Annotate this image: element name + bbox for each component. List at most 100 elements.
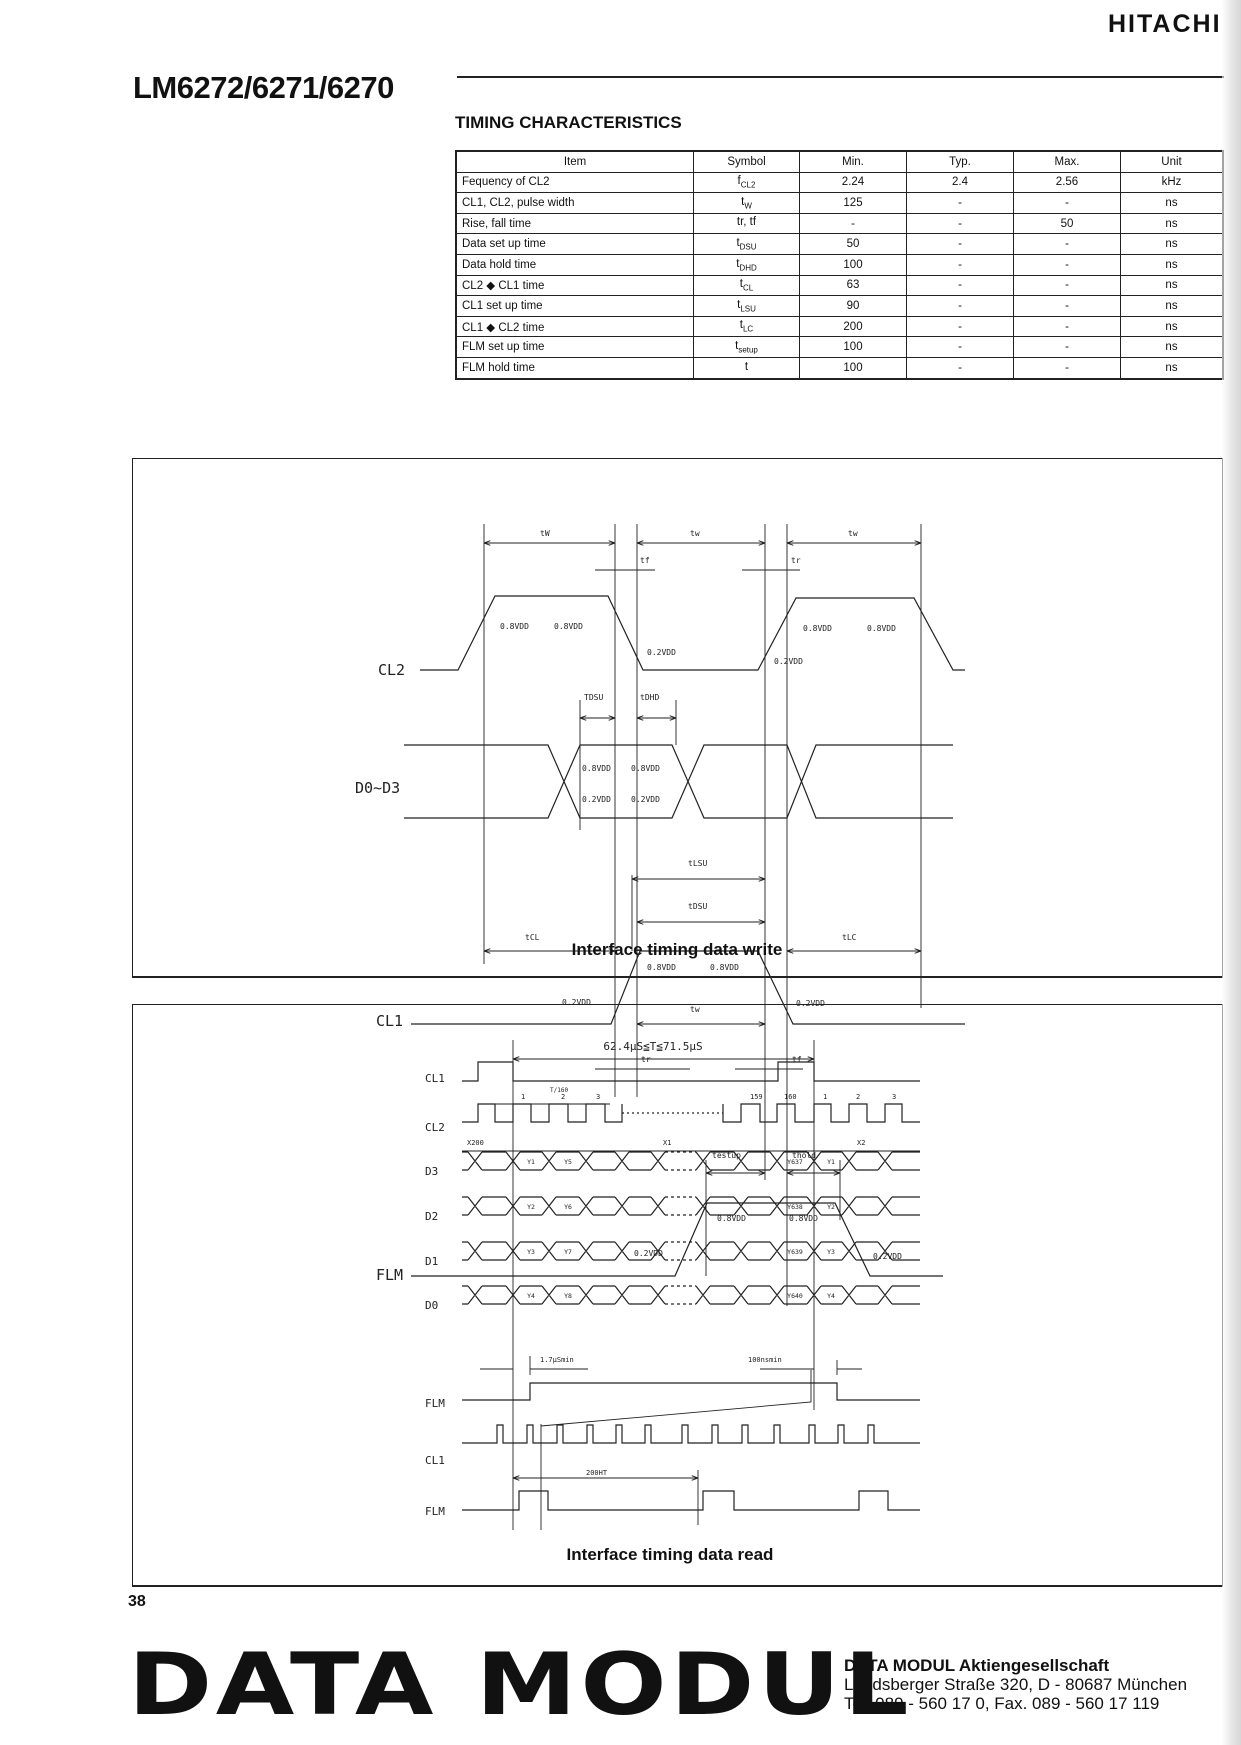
dim-tw-cl1: tw <box>690 1005 700 1014</box>
symbol-text: f <box>737 175 741 188</box>
flm-link-line <box>540 1370 812 1427</box>
cell-item: Data set up time <box>455 233 694 255</box>
read-diagram: CL1 CL2 D3 D2 D1 D0 FLM CL1 FLM 62.4μS≦T… <box>425 1040 920 1564</box>
pulse-number: 3 <box>892 1093 896 1101</box>
cell-max: - <box>1013 253 1121 276</box>
symbol-subscript: DSU <box>739 242 757 252</box>
data-cell-label: Y4 <box>827 1292 835 1300</box>
data-cell-label: Y4 <box>527 1292 535 1300</box>
min2-label: 100nsmin <box>748 1356 782 1364</box>
d0-bus-waveform <box>462 1285 920 1305</box>
symbol-text: t <box>737 298 741 311</box>
symbol-subscript: setup <box>738 345 758 355</box>
dim-tw-3: tw <box>848 529 858 538</box>
data-cell-label: Y637 <box>787 1158 803 1166</box>
pulse-number: 3 <box>596 1093 600 1101</box>
flm-waveform <box>462 1382 920 1401</box>
dim-tlsu: tLSU <box>688 859 707 868</box>
level-label: 0.2VDD <box>631 795 660 804</box>
dim-tlc: tLC <box>842 933 857 942</box>
level-label: 0.2VDD <box>873 1252 902 1261</box>
data-cell-label: Y3 <box>527 1248 535 1256</box>
symbol-subscript: DHD <box>739 262 757 272</box>
d2-bus-waveform <box>462 1196 920 1216</box>
signal-label-flm-lower: FLM <box>425 1505 445 1518</box>
title-rule <box>457 76 1224 78</box>
pulse-number: 160 <box>784 1093 797 1101</box>
pulse-number: 2 <box>561 1093 565 1101</box>
signal-label-d2: D2 <box>425 1210 438 1223</box>
level-label: 0.2VDD <box>774 657 803 666</box>
cell-max: 2.56 <box>1013 171 1121 194</box>
cell-item: CL1, CL2, pulse width <box>455 192 694 214</box>
level-label: 0.2VDD <box>582 795 611 804</box>
reference-lines <box>483 524 922 1306</box>
cell-item: Data hold time <box>455 253 694 276</box>
pulse-number: 1 <box>823 1093 827 1101</box>
dim-thold: thold <box>792 1151 816 1160</box>
col-max: Max. <box>1013 150 1121 173</box>
dim-tdsu-2: tDSU <box>688 902 707 911</box>
data-cell-label: Y5 <box>564 1158 572 1166</box>
symbol-subscript: LSU <box>740 304 756 314</box>
write-diagram: CL2 D0~D3 CL1 FLM tW tw tw tf tr TDSU tD… <box>355 524 965 1306</box>
page-edge-shadow <box>1222 0 1241 1745</box>
company-info: DATA MODUL Aktiengesellschaft Landsberge… <box>844 1656 1187 1713</box>
symbol-text: t <box>736 257 740 270</box>
col-item: Item <box>455 150 694 173</box>
data-cell-label: Y7 <box>564 1248 572 1256</box>
data-cell-label: Y1 <box>827 1158 835 1166</box>
level-label: 0.8VDD <box>647 963 676 972</box>
cl2-waveform <box>462 1103 920 1123</box>
pulse-number: 1 <box>521 1093 525 1101</box>
d1-bus-waveform <box>462 1241 920 1261</box>
signal-label-d1: D1 <box>425 1255 438 1268</box>
col-typ: Typ. <box>906 150 1014 173</box>
dim-tcl: tCL <box>525 933 540 942</box>
data-cell-label: Y1 <box>527 1158 535 1166</box>
page-title: LM6272/6271/6270 <box>133 70 394 105</box>
cl1-waveform <box>462 1061 920 1082</box>
cell-min: 63 <box>799 274 907 297</box>
write-caption: Interface timing data write <box>572 940 783 959</box>
symbol-subscript: W <box>744 201 752 211</box>
min1-label: 1.7μSmin <box>540 1356 574 1364</box>
level-label: 0.8VDD <box>867 624 896 633</box>
cell-item: Rise, fall time <box>455 212 694 235</box>
dim-tf: tf <box>640 556 650 565</box>
flm-lower-waveform <box>462 1490 920 1511</box>
company-logo: DATA MODUL <box>128 1635 913 1735</box>
ht-label: 200HT <box>586 1469 608 1477</box>
symbol-text: t <box>739 278 743 291</box>
col-min: Min. <box>799 150 907 173</box>
pulse-number: 2 <box>856 1093 860 1101</box>
level-label: 0.2VDD <box>647 648 676 657</box>
data-cell-label: Y2 <box>827 1203 835 1211</box>
signal-label-cl2: CL2 <box>425 1121 445 1134</box>
dim-tw-2: tw <box>690 529 700 538</box>
symbol-text: t <box>739 319 743 332</box>
dim-tr: tr <box>791 556 801 565</box>
symbol-text: t <box>736 237 740 250</box>
company-phone: Tel. 089 - 560 17 0, Fax. 089 - 560 17 1… <box>844 1694 1160 1713</box>
signal-label-cl1: CL1 <box>425 1072 445 1085</box>
cl2-waveform <box>420 595 965 671</box>
symbol-text: t <box>741 195 745 208</box>
signal-label-flm: FLM <box>376 1266 403 1284</box>
dim-tdsu: TDSU <box>584 693 603 702</box>
data-cell-label: Y6 <box>564 1203 572 1211</box>
symbol-subscript: CL2 <box>740 180 756 190</box>
data-bus-waveform <box>404 744 953 819</box>
data-cell-label: Y2 <box>527 1203 535 1211</box>
x1-label: X1 <box>663 1139 671 1147</box>
data-cell-label: Y638 <box>787 1203 803 1211</box>
cell-item: CL1 ◆ CL2 time <box>455 315 694 338</box>
level-label: 0.8VDD <box>582 764 611 773</box>
